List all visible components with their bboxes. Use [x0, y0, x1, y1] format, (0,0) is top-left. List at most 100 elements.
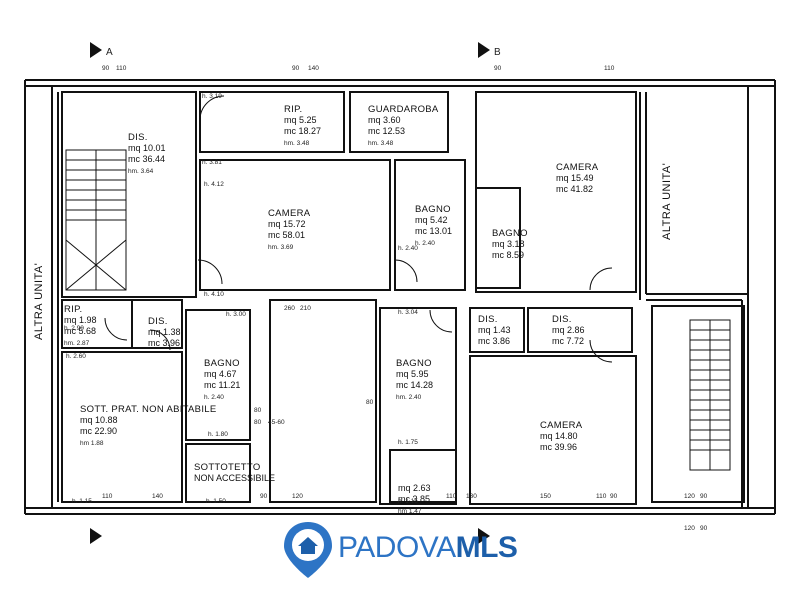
room-measure-rip-left: mc 5.68: [64, 326, 96, 336]
dimension-tag: 120: [684, 493, 695, 500]
room-measure-small-closet: mc 3.85: [398, 494, 430, 504]
height-tag: h. 4.10: [204, 291, 224, 298]
dimension-tag: 90: [610, 493, 618, 500]
height-tag: h. 3.81: [202, 159, 222, 166]
room-measure-dis-mid: mc 3.86: [478, 336, 510, 346]
left-unit-label: ALTRA UNITA': [33, 263, 45, 340]
room-measure-bagno-center: mq 5.42: [415, 215, 448, 225]
room-measure-bagno-left: mq 4.67: [204, 369, 237, 379]
dimension-tag: 260: [284, 305, 295, 312]
height-tag: h. 4.12: [204, 181, 224, 188]
room-measure-rip: mc 18.27: [284, 126, 321, 136]
room-measure-rip: hm. 3.48: [284, 140, 310, 147]
room-label-guardaroba: GUARDAROBA: [368, 104, 439, 115]
room-measure-bagno-center: h. 2.40: [415, 240, 435, 247]
room-measure-bagno-right: mq 3.18: [492, 239, 525, 249]
room-label-bagno-right: BAGNO: [492, 228, 528, 239]
room-measure-rip-left: hm. 2.87: [64, 340, 90, 347]
svg-text:A: A: [106, 47, 113, 58]
room-measure-camera-right: mc 41.82: [556, 184, 593, 194]
height-tag: h. 2.40: [398, 245, 418, 252]
room-measure-rip-left: mq 1.98: [64, 315, 97, 325]
dimension-tag: 90: [102, 65, 110, 72]
svg-text:B: B: [494, 47, 501, 58]
height-tag: h. 1.15: [398, 498, 418, 505]
room-measure-bagno-mid: mc 14.28: [396, 380, 433, 390]
dimension-tag: 120: [292, 493, 303, 500]
dimension-tag: 150: [540, 493, 551, 500]
room-measure-camera-center: mc 58.01: [268, 230, 305, 240]
dimension-tag: 80: [366, 399, 374, 406]
height-tag: h. 3.00: [226, 311, 246, 318]
padova-mls-logo: PADOVAMLS: [282, 520, 522, 580]
section-marker-b: B: [478, 42, 501, 544]
room-measure-camera-bottom: mq 14.80: [540, 431, 578, 441]
right-unit-label: ALTRA UNITA': [661, 163, 673, 240]
room-label-dis-mid: DIS.: [478, 314, 498, 325]
height-tag: h. 3.04: [398, 309, 418, 316]
room-measure-dis-top: hm. 3.64: [128, 168, 154, 175]
room-label-bagno-center: BAGNO: [415, 204, 451, 215]
room-label-bagno-mid: BAGNO: [396, 358, 432, 369]
room-measure-sottotetto: mc 22.90: [80, 426, 117, 436]
room-measure-sottotetto-na: NON ACCESSIBILE: [194, 473, 275, 483]
room-measure-small-closet: mq 2.63: [398, 483, 431, 493]
section-marker-a: A: [90, 42, 113, 544]
dimension-tag: 90: [292, 65, 300, 72]
room-measure-small-closet: hm 1.47: [398, 508, 422, 515]
dimension-tag: 90: [494, 65, 502, 72]
dimension-tag: 110: [116, 65, 127, 72]
dimension-tag: 110: [446, 493, 457, 500]
room-label-rip: RIP.: [284, 104, 302, 115]
logo-text-mls: MLS: [455, 531, 518, 564]
dimension-tag: 45-60: [268, 419, 285, 426]
room-measure-sottotetto: mq 10.88: [80, 415, 118, 425]
room-measure-camera-right: mq 15.49: [556, 173, 594, 183]
dimension-tag: 80: [254, 419, 262, 426]
dimension-tag: 110: [596, 493, 607, 500]
room-measure-bagno-right: mc 8.59: [492, 250, 524, 260]
room-label-dis-left: DIS.: [148, 316, 168, 327]
dimension-tag: 130: [466, 493, 477, 500]
room-measure-bagno-mid: hm. 2.40: [396, 394, 422, 401]
room-measure-dis-mid: mq 1.43: [478, 325, 511, 335]
height-tag: h. 2.90: [64, 325, 84, 332]
room-measure-bagno-left: mc 11.21: [204, 380, 240, 390]
dimension-tag: 140: [152, 493, 163, 500]
room-measure-bagno-mid: mq 5.95: [396, 369, 429, 379]
room-measure-dis-left: mc 3.96: [148, 338, 180, 348]
height-tag: h. 2.60: [66, 353, 86, 360]
room-measure-camera-center: hm. 3.69: [268, 244, 294, 251]
height-tag: h. 1.75: [398, 439, 418, 446]
room-measure-guardaroba: mq 3.60: [368, 115, 401, 125]
room-label-camera-bottom: CAMERA: [540, 420, 583, 431]
height-tag: h. 3.19: [202, 93, 222, 100]
dimension-tag: 90: [700, 525, 708, 532]
dimension-tag: 140: [308, 65, 319, 72]
height-tag: h. 1.50: [206, 498, 226, 505]
dimension-tag: 110: [102, 493, 113, 500]
dimension-tag: 80: [254, 407, 262, 414]
room-measure-dis-right: mc 7.72: [552, 336, 584, 346]
dimension-tag: 210: [300, 305, 311, 312]
room-measure-dis-top: mq 10.01: [128, 143, 166, 153]
dimension-tag: 90: [260, 493, 268, 500]
room-measure-dis-left: mq 1.38: [148, 327, 181, 337]
room-measure-guardaroba: mc 12.53: [368, 126, 405, 136]
room-measure-rip: mq 5.25: [284, 115, 317, 125]
dimension-tag: 120: [684, 525, 695, 532]
room-label-rip-left: RIP.: [64, 304, 82, 315]
room-label-camera-right: CAMERA: [556, 162, 599, 173]
room-label-dis-right: DIS.: [552, 314, 572, 325]
room-measure-camera-center: mq 15.72: [268, 219, 306, 229]
height-tag: h. 1.80: [208, 431, 228, 438]
dimension-tag: 90: [700, 493, 708, 500]
room-label-camera-center: CAMERA: [268, 208, 311, 219]
room-measure-bagno-left: h. 2.40: [204, 394, 224, 401]
room-measure-dis-right: mq 2.86: [552, 325, 585, 335]
room-label-dis-top: DIS.: [128, 132, 148, 143]
height-tag: h. 1.15: [72, 498, 92, 505]
logo-text-padova: PADOVA: [338, 531, 456, 564]
room-measure-sottotetto: hm 1.88: [80, 440, 104, 447]
